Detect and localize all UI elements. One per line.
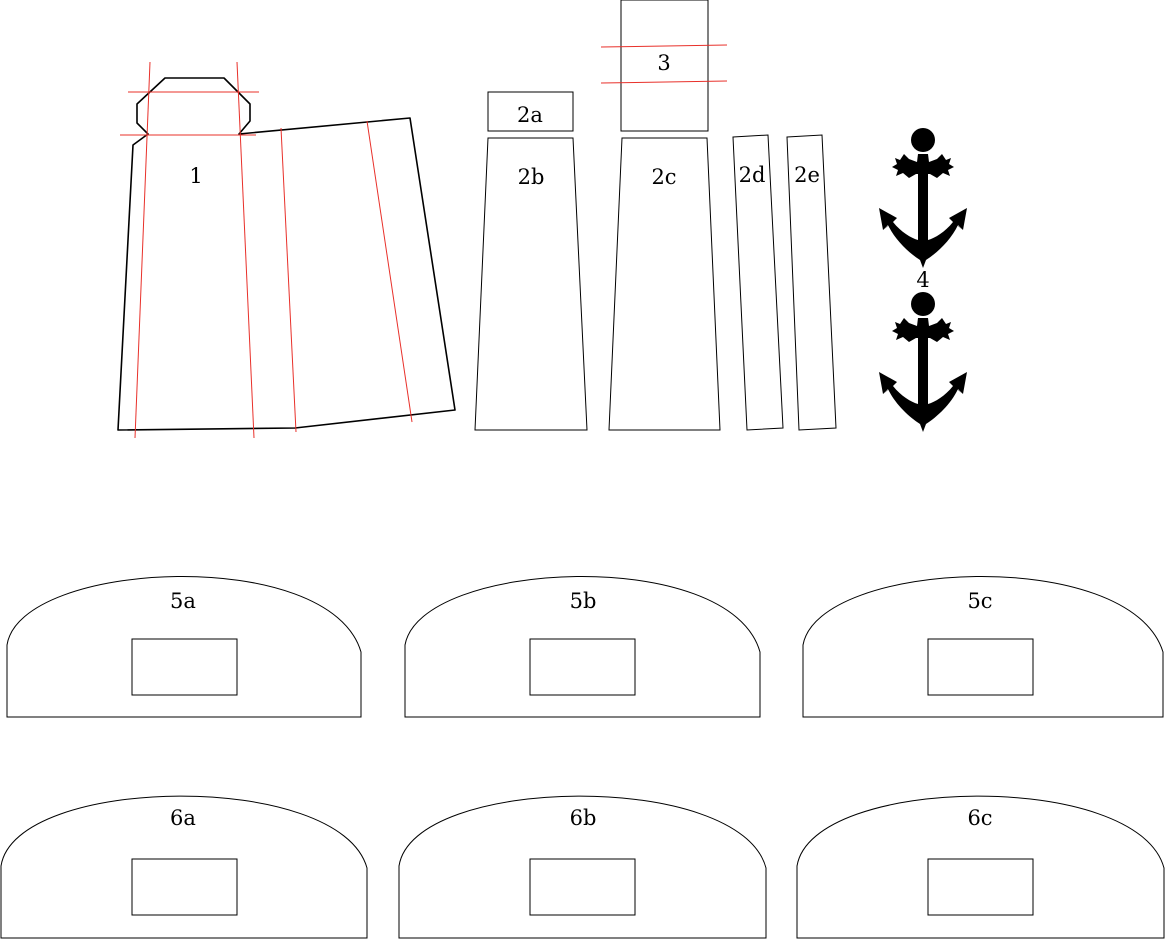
piece-2c-outline (608, 137, 721, 431)
piece-6c: 6c (796, 795, 1165, 939)
piece-1-label: 1 (189, 164, 202, 188)
piece-3-label: 3 (657, 51, 670, 75)
piece-5b-label: 5b (570, 589, 597, 613)
piece-4: 4 (879, 128, 967, 432)
anchor-icon (879, 128, 967, 268)
piece-5a-label: 5a (170, 589, 196, 613)
piece-3-guide-1 (600, 44, 728, 48)
piece-6c-window (927, 858, 1034, 916)
piece-2e-label: 2e (794, 163, 820, 187)
piece-5a-window (131, 638, 238, 696)
piece-3-outline (620, 0, 709, 132)
piece-1: 1 (117, 61, 456, 439)
piece-2c: 2c (608, 137, 721, 431)
piece-6b: 6b (398, 795, 767, 939)
piece-2b-label: 2b (518, 165, 545, 189)
piece-6c-label: 6c (967, 806, 992, 830)
piece-6a-label: 6a (170, 806, 196, 830)
piece-6b-label: 6b (570, 806, 597, 830)
piece-2a: 2a (487, 91, 574, 132)
piece-5c-window (927, 638, 1034, 696)
piece-5a: 5a (6, 576, 362, 718)
piece-3-guide-2 (600, 80, 728, 84)
piece-1-outline (117, 77, 456, 431)
piece-5c: 5c (802, 576, 1164, 718)
piece-3: 3 (600, 0, 728, 132)
piece-6a-window (131, 858, 238, 916)
piece-1-guide-v1 (134, 61, 151, 439)
piece-1-guide-v2 (236, 61, 255, 439)
piece-2e: 2e (786, 134, 837, 431)
piece-5b-window (529, 638, 636, 696)
piece-1-guide-v4 (366, 120, 413, 423)
piece-2c-label: 2c (651, 165, 676, 189)
piece-5b: 5b (404, 576, 761, 718)
piece-2d-outline (732, 134, 784, 431)
piece-6a: 6a (0, 795, 368, 939)
piece-2d: 2d (732, 134, 784, 431)
piece-2b-outline (474, 137, 588, 431)
piece-2a-label: 2a (517, 103, 543, 127)
piece-5c-label: 5c (967, 589, 992, 613)
piece-2e-outline (786, 134, 837, 431)
piece-1-guide-v3 (280, 127, 297, 433)
piece-2d-label: 2d (739, 163, 766, 187)
piece-6b-window (529, 858, 636, 916)
piece-4-label: 4 (916, 268, 929, 292)
piece-2b: 2b (474, 137, 588, 431)
piece-2a-outline (487, 91, 574, 132)
anchor-icon (879, 292, 967, 432)
